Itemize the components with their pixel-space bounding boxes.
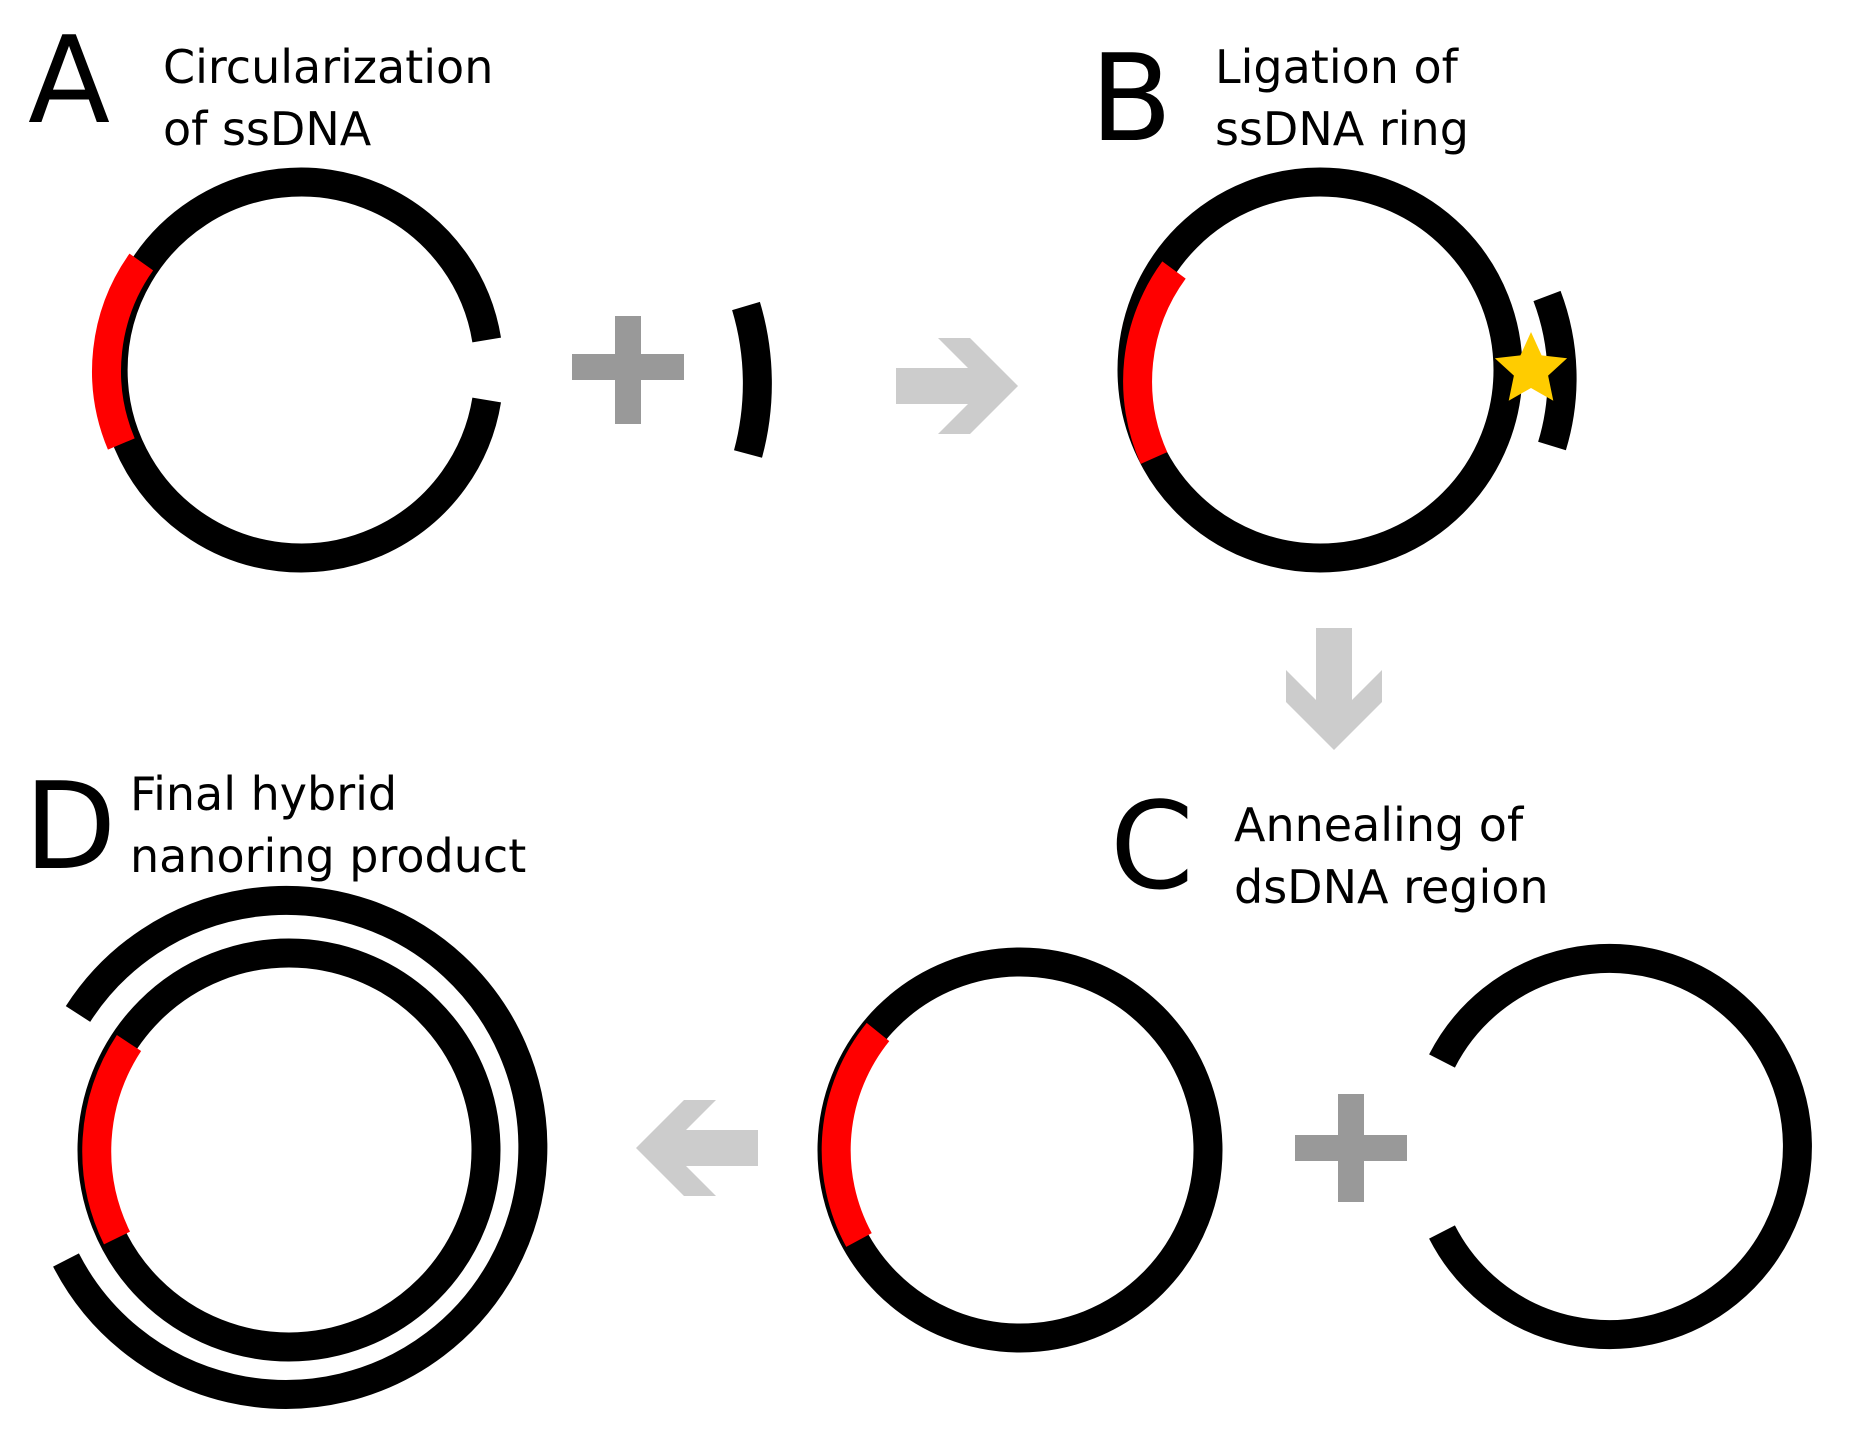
caption-d-line1: Final hybrid [130, 767, 398, 821]
panel-a-splint-fragment [732, 301, 772, 458]
arrow-down-b-to-c [1286, 628, 1382, 750]
caption-b-line1: Ligation of [1215, 40, 1458, 94]
panel-d-red-region [82, 1035, 142, 1245]
caption-a-line1: Circularization [163, 40, 494, 94]
panel-b-red-region [1123, 261, 1186, 464]
panel-c-complementary-strand [1429, 944, 1812, 1349]
caption-a-line2: of ssDNA [163, 102, 372, 156]
panel-a-ssdna-strand [98, 167, 502, 573]
arrow-left-c-to-d [636, 1100, 758, 1196]
panel-letter-d: D [24, 758, 117, 897]
caption-c-line2: dsDNA region [1234, 860, 1549, 914]
caption-b-line2: ssDNA ring [1215, 102, 1469, 156]
caption-a: Circularization of ssDNA [163, 36, 493, 160]
caption-c: Annealing of dsDNA region [1234, 794, 1549, 918]
panel-letter-c: C [1110, 778, 1194, 917]
caption-b: Ligation of ssDNA ring [1215, 36, 1469, 160]
panel-c-plus-sign-vertical [1338, 1094, 1364, 1202]
panel-a-red-region [92, 253, 154, 450]
caption-c-line1: Annealing of [1234, 798, 1524, 852]
caption-d-line2: nanoring product [130, 829, 527, 883]
caption-d: Final hybrid nanoring product [130, 763, 526, 887]
ligation-star-icon [1494, 332, 1568, 401]
panel-b-splint-fragment [1533, 290, 1577, 451]
panel-d-outer-strand [53, 885, 548, 1409]
panel-letter-b: B [1090, 30, 1173, 169]
panel-a-plus-sign-vertical [615, 316, 641, 424]
panel-c-ssdna-ring [817, 947, 1223, 1353]
arrow-right-a-to-b [896, 338, 1018, 434]
panel-c-red-region [821, 1022, 890, 1247]
panel-b-ssdna-ring [1117, 167, 1523, 573]
panel-letter-a: A [28, 12, 111, 151]
panel-d-inner-ring [77, 938, 501, 1362]
